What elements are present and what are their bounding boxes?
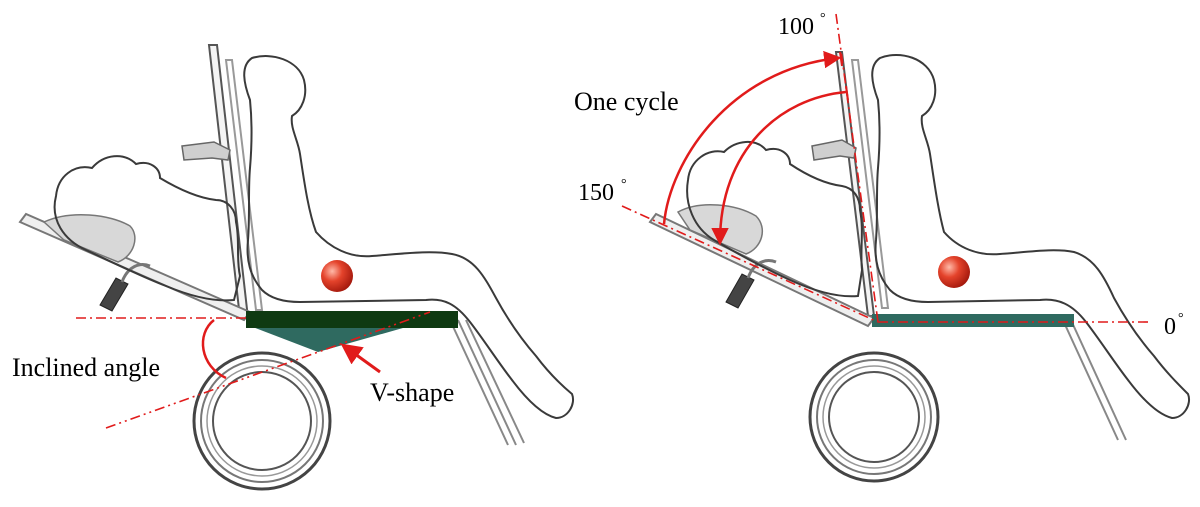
one-cycle-inner-arc — [711, 90, 847, 246]
left-seat-bar — [246, 311, 458, 328]
left-inclined-angle-arc — [201, 319, 227, 380]
one-cycle-outer-arc — [662, 50, 842, 225]
right-handle — [811, 139, 857, 161]
angle-0-degree: ° — [1178, 311, 1184, 326]
right-grip — [725, 273, 755, 309]
left-v-shape-plate — [250, 326, 410, 352]
left-grip — [99, 277, 129, 312]
left-cushion — [42, 214, 136, 263]
right-legrest — [1061, 317, 1127, 441]
right-line-100 — [835, 13, 879, 323]
right-center-of-mass — [938, 256, 970, 288]
left-reclined-person — [53, 155, 242, 302]
right-line-150 — [621, 205, 879, 323]
angle-150-degree: ° — [621, 177, 627, 192]
inclined-angle-label: Inclined angle — [12, 353, 160, 382]
angle-0-label: 0 — [1164, 314, 1176, 340]
left-center-of-mass — [321, 260, 353, 292]
left-inclined-reference — [105, 311, 431, 429]
right-panel: One cycle 100 ° 150 ° 0 ° — [574, 11, 1190, 483]
angle-100-degree: ° — [820, 11, 826, 26]
left-legrest — [449, 319, 525, 446]
one-cycle-label: One cycle — [574, 87, 679, 116]
angle-100-label: 100 — [778, 14, 814, 40]
right-seated-person — [871, 54, 1190, 420]
v-shape-label: V-shape — [370, 378, 454, 407]
left-panel: Inclined angle V-shape — [12, 44, 574, 491]
left-v-shape-arrow — [340, 343, 381, 374]
right-seat-bar — [872, 314, 1074, 327]
angle-150-label: 150 — [578, 180, 614, 206]
left-wheel — [192, 351, 332, 491]
left-seated-person — [243, 55, 574, 420]
left-handle — [181, 141, 231, 161]
right-wheel — [808, 351, 940, 483]
